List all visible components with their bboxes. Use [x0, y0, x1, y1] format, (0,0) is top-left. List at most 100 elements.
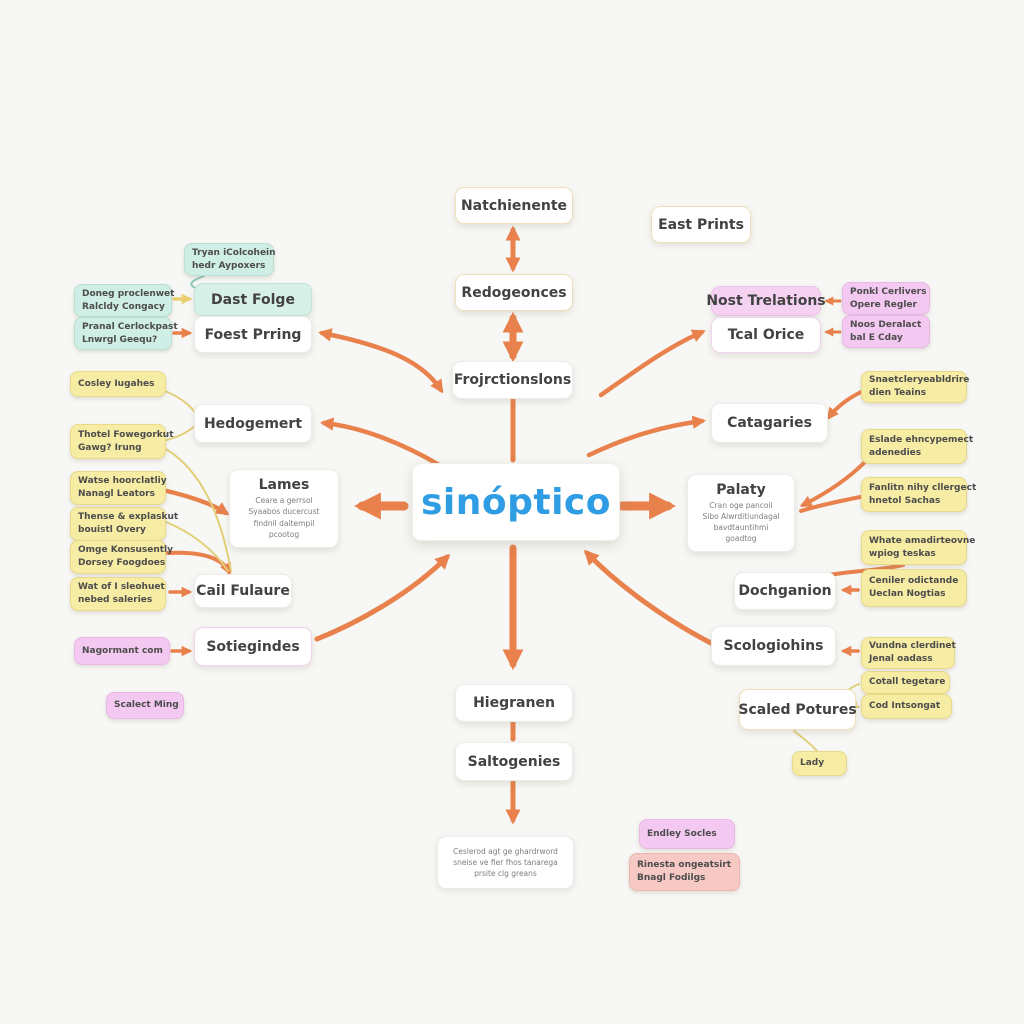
node-scologiohins: Scologiohins — [711, 626, 836, 666]
node-label: Redogeonces — [461, 284, 567, 301]
node-label: Cail Fulaure — [196, 583, 290, 599]
node-subline: prsite clg greans — [474, 869, 537, 879]
node-subline: Ceare a gerrsol — [255, 496, 313, 505]
sticky-note-line: Lady — [800, 758, 825, 769]
arrow-scologiohins-curve — [583, 549, 714, 646]
node-east-prints: East Prints — [651, 206, 751, 243]
node-nost-trelations: Nost Trelations — [706, 286, 826, 316]
sticky-note-fanlitn: Fanlitn nihy cllergect hnetol Sachas — [861, 477, 977, 512]
sticky-note-line: Omge Konsusently — [78, 545, 174, 556]
sticky-note-line: Endley Socles — [647, 828, 717, 839]
node-label: Scaled Potures — [738, 701, 857, 718]
node-label: Catagaries — [727, 415, 812, 431]
node-subline: findnil daitempil — [253, 518, 315, 528]
node-hedogemert: Hedogemert — [194, 404, 312, 443]
sticky-note-line: Thense & explaskut — [78, 512, 179, 523]
sticky-note-line: hnetol Sachas — [869, 495, 941, 506]
sticky-note-line: Lnwrgl Geequ? — [82, 334, 158, 345]
node-label: Scologiohins — [723, 638, 824, 654]
node-label: Palaty — [716, 481, 766, 498]
node-dast-folge: Dast Folge — [194, 283, 312, 316]
sticky-note-whate: Whate amadirteovne wpiog teskas — [861, 530, 976, 565]
sticky-note-line: bouistl Overy — [78, 525, 146, 535]
sticky-note-nagormant: Nagormant com — [74, 637, 170, 665]
node-label: Dast Folge — [211, 291, 295, 308]
arrow-eslade-arrow — [799, 459, 868, 507]
node-subline: sneise ve fier fhos tanarega — [453, 857, 558, 867]
node-foest-prring: Foest Prring — [194, 316, 312, 353]
sticky-note-line: Dorsey Foogdoes — [78, 558, 166, 568]
sticky-note-noos: Noos Deralact bal E Cday — [842, 315, 930, 348]
node-subline: pcootog — [268, 529, 300, 539]
arrow-cosley-connector — [159, 388, 199, 418]
sticky-note-line: Thotel Fowegorkut — [78, 429, 174, 440]
sticky-note-thense: Thense & explaskut bouistl Overy — [70, 507, 179, 541]
sticky-note-line: Pranal Cerlockpast — [82, 321, 178, 332]
node-cail-fulaure: Cail Fulaure — [194, 574, 292, 608]
sticky-note-line: Cotall tegetare — [869, 677, 946, 688]
node-label: East Prints — [658, 216, 744, 233]
sticky-note-line: Nanagl Leators — [78, 489, 155, 499]
sticky-note-line: Jenal oadass — [869, 654, 933, 664]
node-label: Saltogenies — [467, 753, 561, 770]
sticky-note-line: wpiog teskas — [869, 548, 936, 559]
arrow-catagaries-curve — [586, 415, 707, 458]
sticky-note-line: adenedies — [869, 447, 922, 458]
sticky-note-line: Fanlitn nihy cllergect — [869, 482, 977, 493]
arrow-lady-connector — [793, 730, 818, 752]
sticky-note-cod: Cod Intsongat — [861, 694, 952, 719]
sticky-note-line: Noos Deralact — [850, 319, 922, 330]
sticky-note-line: Wat of I sleohuet — [78, 582, 165, 593]
sticky-note-line: Watse hoorclatliy — [78, 476, 167, 487]
sticky-note-line: hedr Aypoxers — [192, 260, 266, 271]
node-tcal-orice: Tcal Orice — [711, 317, 821, 353]
node-frojrctionslons: Frojrctionslons — [452, 361, 573, 399]
arrow-snaet-arrow — [826, 390, 863, 420]
sticky-note-line: bal E Cday — [850, 332, 903, 343]
sticky-note-line: Ralcldy Congacy — [82, 301, 165, 312]
sticky-note-line: Opere Regler — [850, 299, 917, 310]
sticky-note-line: Eslade ehncypemect — [869, 434, 974, 445]
sticky-note-line: Rinesta ongeatsirt — [637, 860, 732, 871]
node-catagaries: Catagaries — [711, 403, 828, 443]
arrow-foest-prring-curve — [318, 328, 444, 394]
node-scaled-potures: Scaled Potures — [738, 689, 857, 730]
node-label: Hiegranen — [473, 695, 555, 711]
sticky-note-line: Ueclan Nogtias — [869, 589, 946, 599]
node-subline: Syaabos ducercust — [248, 507, 320, 517]
sticky-note-line: Whate amadirteovne — [869, 535, 976, 546]
node-label: Hedogemert — [203, 415, 303, 432]
node-subline: Ceslerod agt ge ghardrword — [453, 846, 558, 856]
node-sotiegindes: Sotiegindes — [194, 627, 312, 666]
node-subline: Cran oge pancoil — [709, 500, 773, 510]
node-subline: bavdtauntihmi — [713, 523, 769, 532]
sticky-note-line: Bnagl Fodilgs — [637, 873, 706, 883]
sticky-note-line: Gawg? Irung — [78, 442, 142, 453]
arrow-thense-connector — [163, 520, 229, 572]
sticky-note-cosley: Cosley Iugahes — [70, 371, 166, 397]
node-label: Dochganion — [738, 583, 832, 599]
sticky-note-line: Vundna clerdinet — [869, 641, 956, 652]
node-label: sinóptico — [420, 481, 612, 523]
node-subline: Sibo Alwrditiundagal — [702, 511, 780, 521]
sticky-note-line: Ceniler odictande — [869, 576, 959, 587]
sticky-note-line: Ponkl Cerlivers — [850, 286, 927, 297]
node-saltogenies: Saltogenies — [455, 742, 573, 781]
sticky-note-eslade: Eslade ehncypemect adenedies — [861, 429, 974, 464]
node-label: Natchienente — [460, 197, 568, 214]
